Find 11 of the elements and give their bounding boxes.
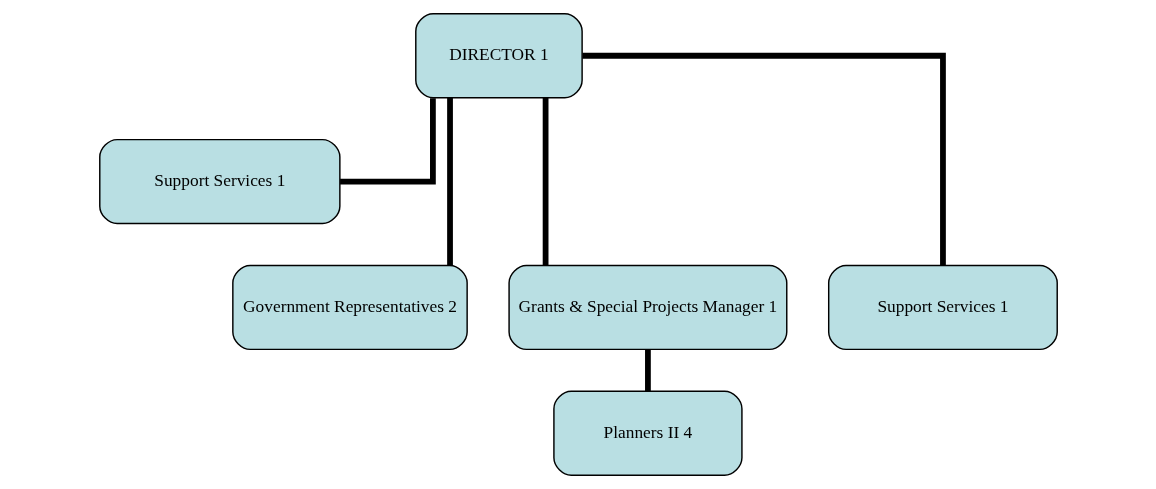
connector (446, 97, 453, 266)
connector (339, 98, 436, 185)
node-box: Grants & Special Projects Manager 1 (507, 264, 787, 351)
connector (542, 97, 548, 266)
node-box: DIRECTOR 1 (414, 13, 583, 99)
connector (644, 350, 651, 392)
node-box: Support Services 1 (98, 138, 341, 225)
node-box: Support Services 1 (827, 264, 1058, 351)
node-box: Government Representatives 2 (231, 264, 468, 351)
node-box: Planners II 4 (552, 390, 743, 476)
connector (581, 52, 946, 266)
